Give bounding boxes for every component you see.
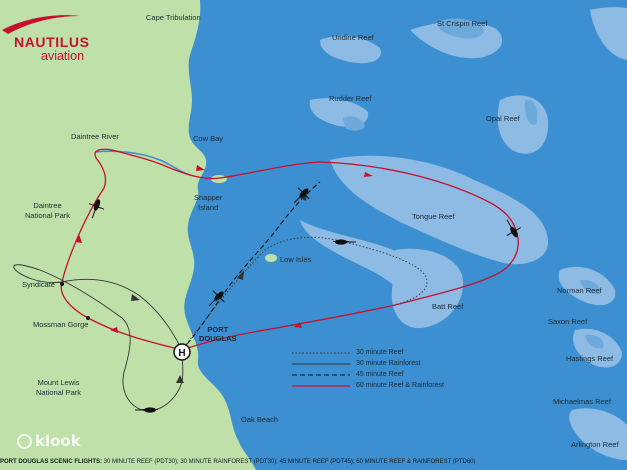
route-30-rainforest	[13, 264, 184, 412]
helicopter-icon	[506, 219, 521, 238]
label-rudder-reef: Rudder Reef	[329, 94, 372, 103]
footer-bold: PORT DOUGLAS SCENIC FLIGHTS:	[0, 459, 102, 465]
route-arrows-red	[75, 165, 373, 333]
helicopter-icon	[293, 187, 310, 204]
label-syndicate: Syndicate	[22, 280, 55, 289]
brand-swoosh-icon	[2, 15, 80, 34]
label-opal-reef: Opal Reef	[486, 114, 520, 123]
klook-watermark: klook	[17, 432, 81, 450]
legend-swatch	[292, 385, 350, 387]
legend-label: 30 minute Reef	[356, 349, 404, 356]
legend-label: 30 minute Rainforest	[356, 360, 421, 367]
label-port-douglas: PORT DOUGLAS	[199, 325, 237, 343]
label-daintree-national-park: Daintree National Park	[25, 201, 71, 220]
label-tongue-reef: Tongue Reef	[412, 212, 455, 221]
brand-sub: aviation	[41, 49, 85, 63]
klook-logo-icon	[17, 434, 32, 449]
helipad-symbol: H	[178, 348, 185, 359]
label-st-crispin-reef: St Crispin Reef	[437, 19, 488, 28]
label-saxon-reef: Saxon Reef	[548, 317, 588, 326]
helicopter-icon	[135, 407, 158, 413]
legend-label: 45 minute Reef	[356, 371, 404, 378]
label-mossman-gorge: Mossman Gorge	[33, 320, 89, 329]
label-undine-reef: Undine Reef	[332, 33, 374, 42]
helipad-icon	[173, 343, 191, 361]
legend-swatch	[292, 363, 350, 365]
label-norman-reef: Norman Reef	[557, 286, 602, 295]
route-45-reef	[181, 181, 321, 351]
label-hastings-reef: Hastings Reef	[566, 354, 614, 363]
label-mount-lewis-national-park: Mount Lewis National Park	[36, 378, 82, 397]
footer-text: 30 MINUTE REEF (PDT30); 30 MINUTE RAINFO…	[102, 459, 476, 465]
label-oak-beach: Oak Beach	[241, 415, 279, 424]
legend-label: 60 minute Reef & Rainforest	[356, 382, 444, 389]
legend-swatch	[292, 352, 350, 354]
daintree-river	[94, 150, 191, 176]
label-daintree-river: Daintree River	[71, 132, 119, 141]
label-snapper-island: Snapper Island	[194, 193, 223, 212]
brand-logo: NAUTILUS aviation	[14, 34, 90, 63]
watermark-text: klook	[35, 432, 81, 450]
low-isles-shape	[265, 254, 277, 262]
label-cape-tribulation: Cape Tribulation	[146, 13, 201, 22]
brand-name: NAUTILUS	[14, 34, 90, 50]
helicopter-icon	[208, 290, 225, 307]
legend-swatch	[292, 374, 350, 376]
route-30-reef	[181, 236, 428, 351]
helicopter-icon	[333, 239, 356, 245]
syndicate-dot	[60, 282, 64, 286]
label-arlington-reef: Arlington Reef	[571, 440, 619, 449]
footer-caption: PORT DOUGLAS SCENIC FLIGHTS: 30 MINUTE R…	[0, 455, 627, 470]
label-batt-reef: Batt Reef	[432, 302, 464, 311]
route-60-reef-rainforest	[60, 148, 519, 351]
label-cow-bay: Cow Bay	[193, 134, 224, 143]
label-michaelmas-reef: Michaelmas Reef	[553, 397, 611, 406]
reef-patches	[343, 18, 604, 349]
label-low-isles: Low Isles	[280, 255, 312, 264]
mainland	[0, 0, 256, 470]
helicopter-icon	[88, 199, 105, 219]
mossman-gorge-dot	[86, 316, 90, 320]
